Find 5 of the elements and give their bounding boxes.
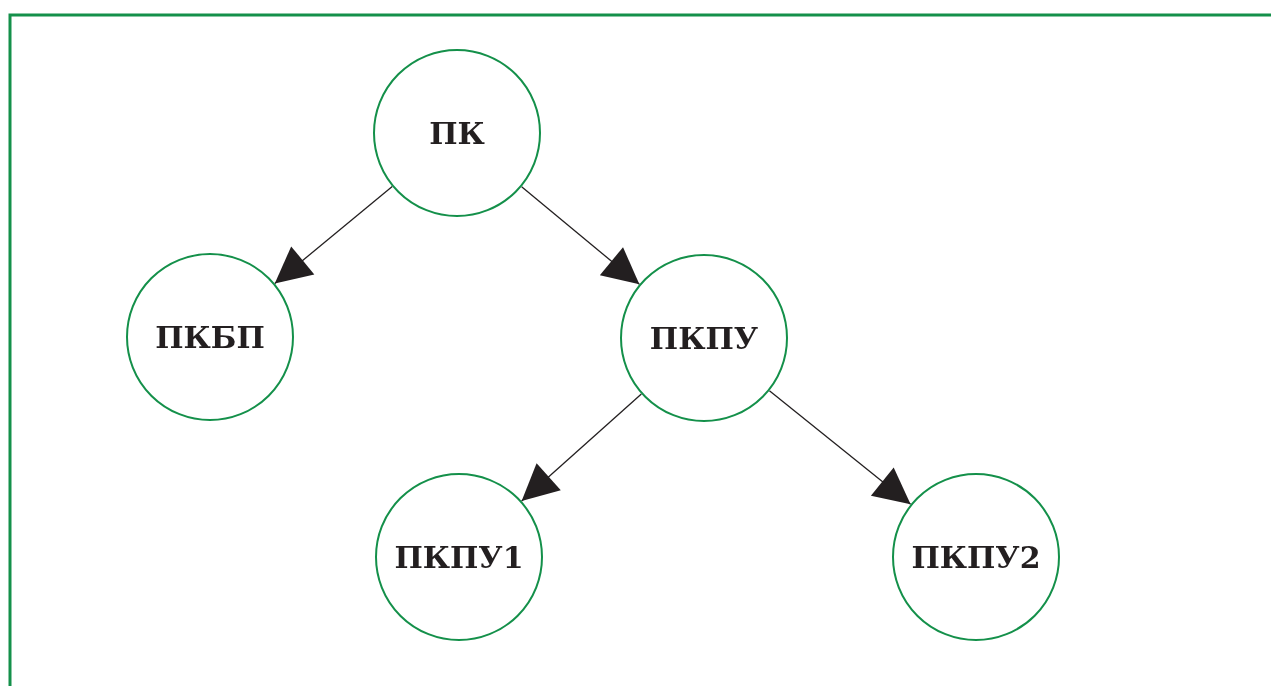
node-label: ПКПУ2 bbox=[911, 539, 1041, 575]
node-label: ПКПУ bbox=[649, 320, 759, 356]
node-label: ПКБП bbox=[155, 319, 265, 355]
node-label: ПКПУ1 bbox=[394, 539, 524, 575]
node-label: ПК bbox=[429, 115, 485, 151]
